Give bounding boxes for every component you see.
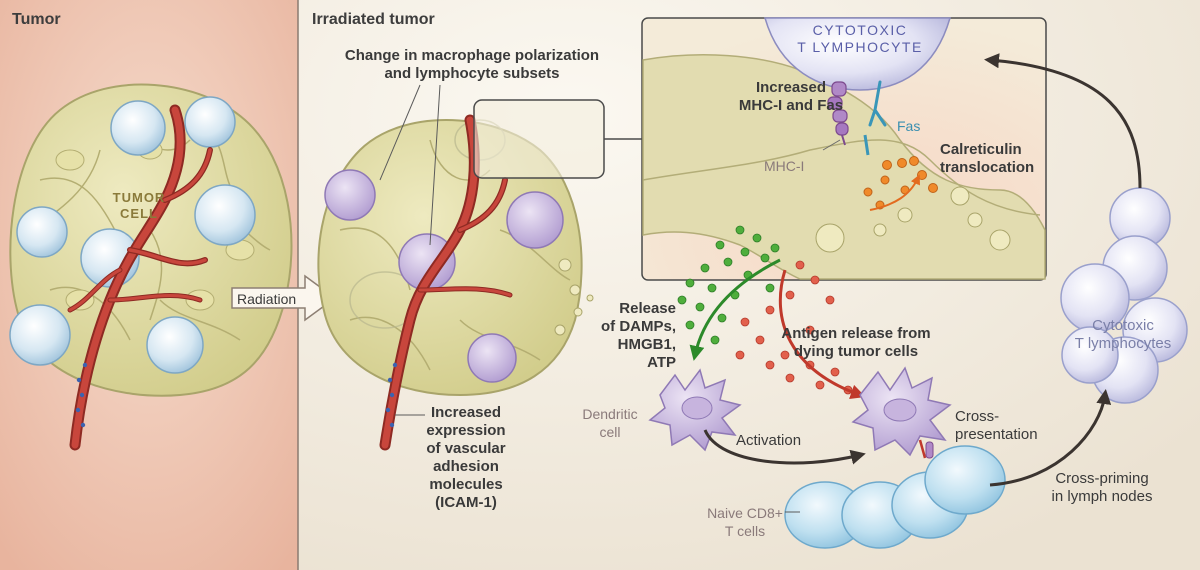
- adhesion-line5: molecules: [429, 476, 503, 493]
- blood-vessel-left: [67, 104, 213, 451]
- cytotoxic-t-lymphocytes-cluster: [1060, 187, 1188, 404]
- mhc-fas-label: Increased MHC-I and Fas: [732, 79, 850, 115]
- antigen-release-label: Antigen release from dying tumor cells: [773, 325, 939, 361]
- inset-panel: [641, 17, 1047, 281]
- naive-cd8-label: Naive CD8+ T cells: [700, 504, 790, 540]
- tcr-contact: [918, 439, 934, 459]
- dendritic-cell-label: Dendritic cell: [570, 405, 650, 441]
- damps-label: Release of DAMPs, HMGB1, ATP: [596, 300, 676, 372]
- macrophages-right: [324, 169, 564, 383]
- cross-priming-arrow: [989, 389, 1112, 487]
- activation-arrow: [703, 429, 866, 465]
- adhesion-label: Increased expression of vascular adhesio…: [420, 404, 512, 512]
- ctl-top-label: CYTOTOXIC T LYMPHOCYTE: [790, 22, 930, 56]
- activation-label: Activation: [736, 432, 802, 449]
- naive-cd8-line1: Naive CD8+: [707, 505, 783, 521]
- cross-presentation-label: Cross- presentation: [955, 408, 1038, 444]
- damps-line4: ATP: [647, 354, 676, 371]
- cross-priming-label: Cross-priming in lymph nodes: [1042, 470, 1162, 506]
- naive-cd8-t-cells: [784, 445, 1006, 549]
- tumor-panel-title: Tumor: [12, 11, 61, 28]
- cytotoxic-t-lymphocyte-top: [764, 17, 951, 91]
- radiation-label: Radiation: [237, 291, 297, 307]
- zoom-region: [473, 99, 605, 179]
- ctl-cluster-label: Cytotoxic T lymphocytes: [1068, 317, 1178, 353]
- cross-presentation-line2: presentation: [955, 426, 1038, 443]
- radiation-arrow: [231, 274, 337, 322]
- macrophage-change-line1: Change in macrophage polarization: [344, 47, 600, 64]
- tumor-cell-label: TUMOR CELL: [110, 190, 168, 222]
- macrophage-change-line2: and lymphocyte subsets: [384, 65, 560, 82]
- antigen-release-line2: dying tumor cells: [793, 343, 919, 360]
- adhesion-line2: expression: [426, 422, 506, 439]
- calreticulin-line1: Calreticulin: [940, 141, 1022, 158]
- ctl-top-label-line2: T LYMPHOCYTE: [797, 39, 923, 55]
- blood-vessel-right: [379, 114, 513, 451]
- cross-priming-line2: in lymph nodes: [1051, 488, 1153, 505]
- adhesion-line1: Increased: [430, 404, 502, 421]
- calreticulin-arrow: [869, 174, 920, 211]
- adhesion-line6: (ICAM-1): [435, 494, 497, 511]
- damps-line1: Release: [619, 300, 676, 317]
- dendritic-cell-right: [851, 366, 952, 457]
- cross-priming-line1: Cross-priming: [1055, 470, 1149, 487]
- dendritic-cell-left: [648, 368, 742, 452]
- lymphocytes-left: [9, 96, 256, 374]
- cross-presentation-line1: Cross-: [955, 408, 1000, 425]
- mhc-fas-line1: Increased: [755, 79, 827, 96]
- fas-receptor: [863, 80, 887, 156]
- damps-line2: of DAMPs,: [601, 318, 676, 335]
- calreticulin-label: Calreticulin translocation: [940, 141, 1034, 177]
- ctl-cluster-line2: T lymphocytes: [1074, 335, 1172, 352]
- adhesion-line3: of vascular: [426, 440, 506, 457]
- ctl-return-arrow: [984, 53, 1142, 189]
- antigen-dots: [735, 260, 853, 395]
- antigen-arrow: [778, 269, 866, 400]
- dendritic-cell-line1: Dendritic: [582, 406, 638, 422]
- dendritic-cell-line2: cell: [599, 424, 621, 440]
- calreticulin-line2: translocation: [940, 159, 1035, 176]
- naive-cd8-line2: T cells: [724, 523, 766, 539]
- antigen-release-line1: Antigen release from: [781, 325, 931, 342]
- ctl-cluster-line1: Cytotoxic: [1092, 317, 1154, 334]
- damp-arrow: [689, 258, 781, 361]
- damps-line3: HMGB1,: [617, 336, 676, 353]
- macrophage-change-label: Change in macrophage polarization and ly…: [322, 47, 622, 83]
- mhc-fas-line2: MHC-I and Fas: [738, 97, 844, 114]
- ctl-top-label-line1: CYTOTOXIC: [812, 22, 908, 38]
- tumor-cell-label-line2: CELL: [120, 206, 158, 221]
- mhc-label: MHC-I: [764, 158, 805, 174]
- adhesion-line4: adhesion: [433, 458, 499, 475]
- tumor-cell-label-line1: TUMOR: [112, 190, 166, 205]
- mhc-i-receptor: [827, 81, 849, 146]
- fas-label: Fas: [897, 118, 921, 134]
- irradiated-panel-title: Irradiated tumor: [312, 11, 435, 28]
